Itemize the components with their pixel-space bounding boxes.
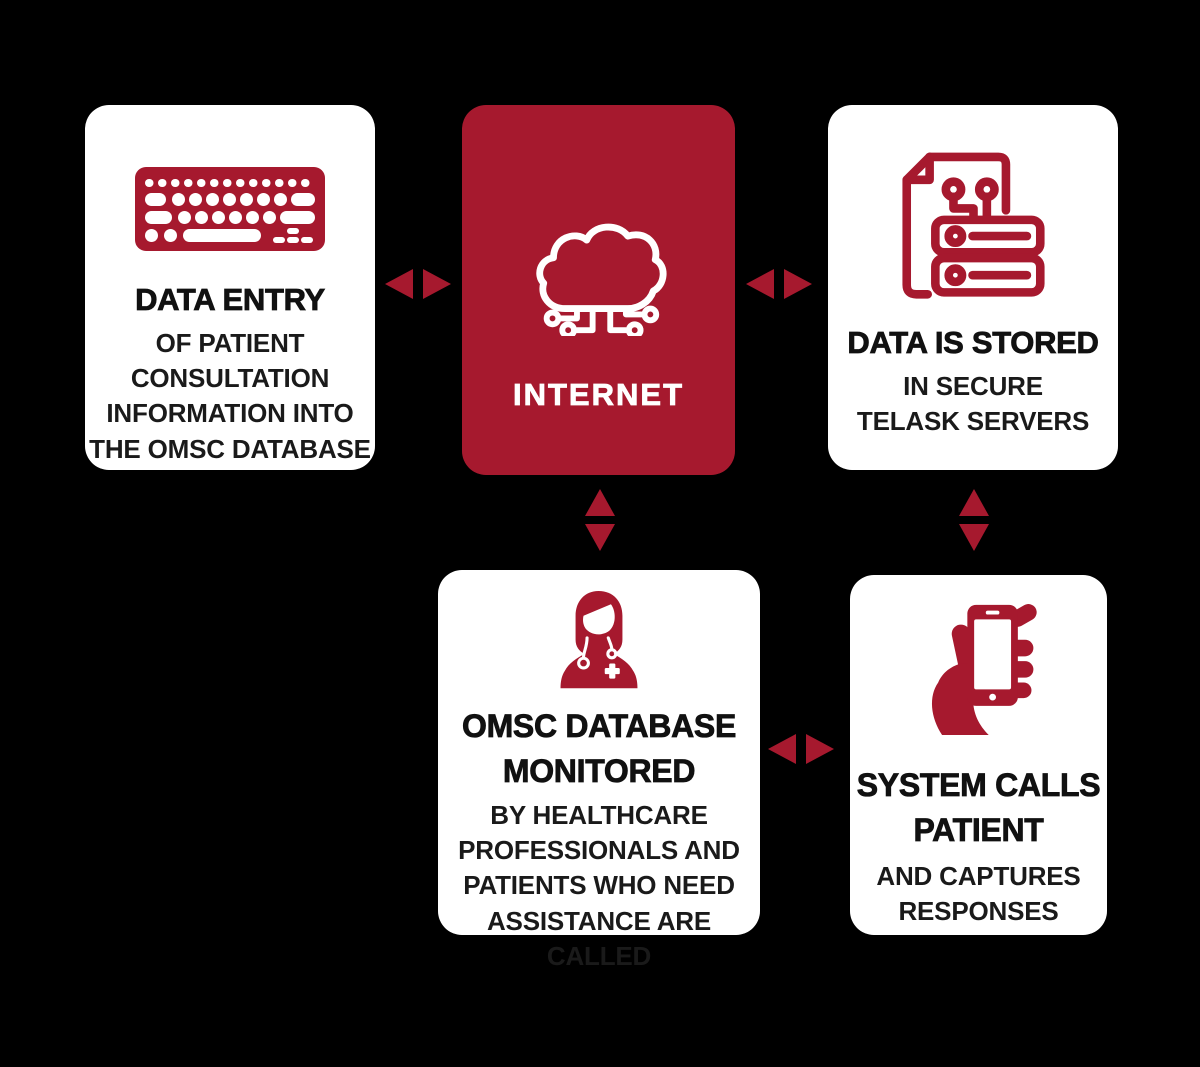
card-internet: INTERNET <box>462 105 735 475</box>
card-omsc-monitored: OMSC DATABASE MONITORED BY HEALTHCARE PR… <box>438 570 760 971</box>
card-title: DATA IS STORED <box>847 325 1099 361</box>
nurse-icon <box>557 590 641 692</box>
card-title: SYSTEM CALLS PATIENT <box>856 767 1101 849</box>
card-body: BY HEALTHCARE PROFESSIONALS AND PATIENTS… <box>458 799 740 972</box>
card-title: INTERNET <box>513 377 684 413</box>
card-title: OMSC DATABASE MONITORED <box>461 708 737 790</box>
card-title: DATA ENTRY <box>135 282 326 318</box>
keyboard-icon <box>135 167 325 251</box>
card-data-stored: DATA IS STORED IN SECURE TELASK SERVERS <box>828 105 1118 470</box>
card-body: OF PATIENT CONSULTATION INFORMATION INTO… <box>89 327 371 464</box>
hand-phone-icon <box>919 599 1039 735</box>
double-arrow-horizontal-icon <box>746 269 812 299</box>
double-arrow-horizontal-icon <box>768 734 834 764</box>
card-body: AND CAPTURES RESPONSES <box>876 860 1081 927</box>
cloud-network-icon <box>530 199 667 339</box>
card-data-entry: DATA ENTRY OF PATIENT CONSULTATION INFOR… <box>85 105 375 470</box>
document-server-icon <box>901 151 1046 304</box>
double-arrow-horizontal-icon <box>385 269 451 299</box>
card-body: IN SECURE TELASK SERVERS <box>856 370 1090 437</box>
card-system-calls: SYSTEM CALLS PATIENT AND CAPTURES RESPON… <box>850 575 1107 935</box>
double-arrow-vertical-icon <box>959 489 989 551</box>
double-arrow-vertical-icon <box>585 489 615 551</box>
